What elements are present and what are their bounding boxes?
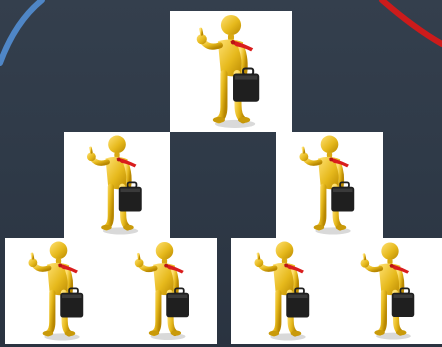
tile-middle-right (276, 132, 383, 238)
tile-bottom-4 (338, 238, 442, 344)
businessman-figure (276, 132, 383, 238)
tile-bottom-3 (231, 238, 338, 344)
businessman-figure (170, 11, 292, 132)
businessman-figure (112, 238, 217, 344)
businessman-figure (338, 238, 442, 344)
tile-bottom-2 (112, 238, 217, 344)
tile-bottom-1 (5, 238, 112, 344)
tile-top (170, 11, 292, 132)
tile-middle-left (64, 132, 170, 238)
businessman-figure (5, 238, 112, 344)
businessman-figure (64, 132, 170, 238)
businessman-figure (231, 238, 338, 344)
